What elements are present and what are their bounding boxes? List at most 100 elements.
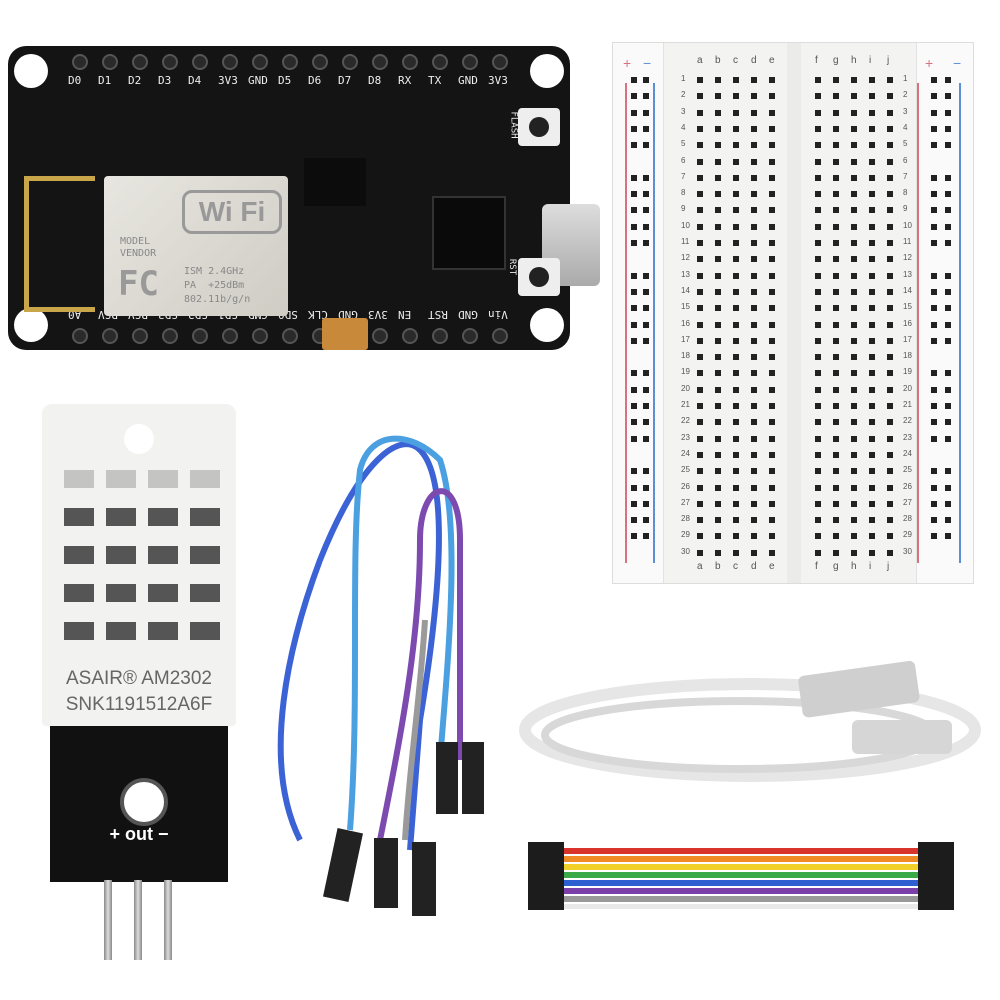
header-pin bbox=[222, 54, 238, 70]
rail-tie-point bbox=[643, 272, 649, 279]
row-label: 6 bbox=[681, 155, 686, 165]
tie-point bbox=[815, 484, 821, 491]
tie-point bbox=[751, 288, 757, 295]
tie-point bbox=[869, 419, 875, 426]
rail-tie-point bbox=[931, 370, 937, 377]
tie-point bbox=[815, 288, 821, 295]
tie-point bbox=[887, 500, 893, 507]
tie-point bbox=[715, 207, 721, 214]
rail-tie-point bbox=[945, 435, 951, 442]
tie-point bbox=[833, 484, 839, 491]
sensor-vent bbox=[106, 470, 136, 488]
sensor-pin-leg bbox=[164, 880, 172, 960]
tie-point bbox=[887, 435, 893, 442]
tie-point bbox=[887, 174, 893, 181]
tie-point bbox=[851, 337, 857, 344]
tie-point bbox=[733, 207, 739, 214]
tie-point bbox=[769, 386, 775, 393]
tie-point bbox=[697, 451, 703, 458]
sensor-vent bbox=[148, 584, 178, 602]
rail-tie-point bbox=[643, 435, 649, 442]
row-label: 23 bbox=[903, 432, 912, 442]
row-label: 5 bbox=[681, 139, 686, 149]
tie-point bbox=[697, 109, 703, 116]
tie-point bbox=[733, 337, 739, 344]
row-label: 29 bbox=[681, 530, 690, 540]
header-pin bbox=[492, 328, 508, 344]
tie-point bbox=[833, 354, 839, 361]
rail-tie-point bbox=[931, 93, 937, 100]
tie-point bbox=[751, 272, 757, 279]
tie-point bbox=[869, 451, 875, 458]
tie-point bbox=[697, 419, 703, 426]
rail-tie-point bbox=[931, 321, 937, 328]
ribbon-wire-green bbox=[560, 872, 920, 878]
tie-point bbox=[833, 272, 839, 279]
tie-point bbox=[887, 484, 893, 491]
tie-point bbox=[697, 77, 703, 83]
tie-point bbox=[869, 77, 875, 83]
rail-tie-point bbox=[945, 500, 951, 507]
header-pin bbox=[252, 328, 268, 344]
tie-point bbox=[715, 370, 721, 377]
pin-label-d6: D6 bbox=[308, 74, 322, 87]
ribbon-wire-purple bbox=[560, 888, 920, 894]
row-label: 2 bbox=[903, 90, 908, 100]
rail-tie-point bbox=[945, 174, 951, 181]
row-label: 8 bbox=[681, 188, 686, 198]
rail-tie-point bbox=[643, 191, 649, 198]
tie-point bbox=[869, 403, 875, 409]
tie-point bbox=[769, 93, 775, 100]
tie-point bbox=[751, 223, 757, 230]
header-pin bbox=[372, 328, 388, 344]
column-label: d bbox=[751, 561, 757, 572]
sensor-pin-leg bbox=[104, 880, 112, 960]
pcb-mount-hole bbox=[120, 778, 168, 826]
tie-point bbox=[869, 240, 875, 246]
tie-point bbox=[887, 256, 893, 263]
rail-tie-point bbox=[643, 337, 649, 344]
shield-model: MODEL bbox=[120, 236, 151, 247]
tie-point bbox=[697, 321, 703, 328]
row-label: 17 bbox=[903, 334, 912, 344]
tie-point bbox=[851, 305, 857, 312]
rail-tie-point bbox=[643, 321, 649, 328]
tie-point bbox=[697, 207, 703, 214]
tie-point bbox=[769, 484, 775, 491]
row-label: 24 bbox=[903, 448, 912, 458]
tie-point bbox=[815, 419, 821, 426]
row-label: 3 bbox=[903, 106, 908, 116]
row-label: 11 bbox=[681, 237, 690, 246]
tie-point bbox=[869, 288, 875, 295]
tie-point bbox=[887, 451, 893, 458]
column-label: b bbox=[715, 561, 721, 572]
tie-point bbox=[833, 451, 839, 458]
ribbon-wire-orange bbox=[560, 856, 920, 862]
rail-tie-point bbox=[931, 305, 937, 312]
tie-point bbox=[751, 158, 757, 165]
tie-point bbox=[815, 386, 821, 393]
tie-point bbox=[815, 533, 821, 540]
row-label: 6 bbox=[903, 155, 908, 165]
rail-tie-point bbox=[631, 207, 637, 214]
tie-point bbox=[697, 354, 703, 361]
column-label: f bbox=[815, 561, 818, 572]
tie-point bbox=[887, 240, 893, 246]
rail-tie-point bbox=[931, 174, 937, 181]
rail-tie-point bbox=[931, 288, 937, 295]
sensor-vent bbox=[148, 508, 178, 526]
rail-tie-point bbox=[945, 191, 951, 198]
header-pin bbox=[222, 328, 238, 344]
pin-label-gnd: GND bbox=[248, 74, 268, 87]
tie-point bbox=[697, 125, 703, 132]
fc-logo: FC bbox=[118, 264, 159, 304]
sensor-vent bbox=[190, 584, 220, 602]
header-pin bbox=[132, 54, 148, 70]
tie-point bbox=[833, 142, 839, 149]
header-pin bbox=[252, 54, 268, 70]
tie-point bbox=[769, 370, 775, 377]
pin-label-d1: D1 bbox=[98, 74, 112, 87]
tie-point bbox=[697, 93, 703, 100]
header-pin bbox=[162, 54, 178, 70]
tie-point bbox=[715, 305, 721, 312]
